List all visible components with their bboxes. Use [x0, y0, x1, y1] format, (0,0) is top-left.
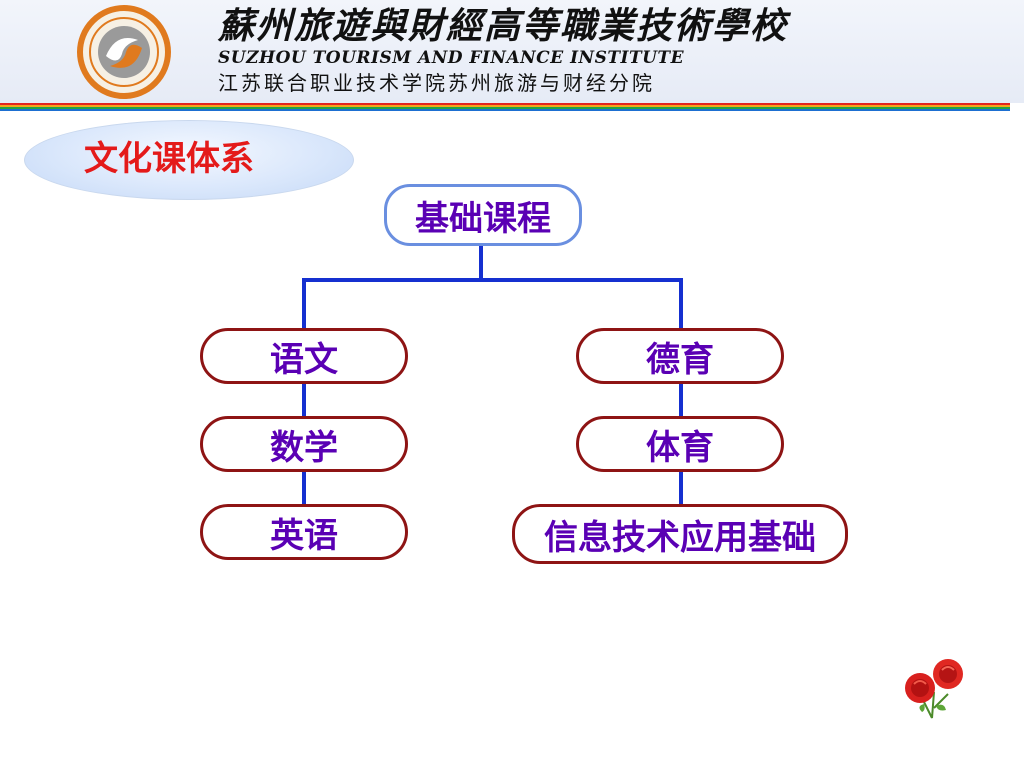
section-title-oval — [24, 120, 354, 200]
header-banner: 蘇州旅遊與財經高等職業技術學校 SUZHOU TOURISM AND FINAN… — [0, 0, 1024, 103]
node-left-3: 英语 — [200, 504, 408, 560]
node-left-1: 语文 — [200, 328, 408, 384]
header-stripe-blue — [0, 109, 1010, 111]
node-right-1: 德育 — [576, 328, 784, 384]
school-seal-icon — [77, 5, 171, 99]
school-name-en: SUZHOU TOURISM AND FINANCE INSTITUTE — [218, 48, 685, 68]
node-root: 基础课程 — [384, 184, 582, 246]
section-title: 文化课体系 — [84, 139, 254, 179]
header-stripe-orange — [0, 105, 1010, 107]
node-right-3: 信息技术应用基础 — [512, 504, 848, 564]
node-right-2: 体育 — [576, 416, 784, 472]
node-left-2: 数学 — [200, 416, 408, 472]
school-name-cn: 蘇州旅遊與財經高等職業技術學校 — [218, 5, 789, 47]
school-subtitle-cn: 江苏联合职业技术学院苏州旅游与财经分院 — [218, 71, 655, 95]
red-roses-icon — [905, 659, 963, 719]
header-stripe-green — [0, 107, 1010, 109]
header-stripe-red — [0, 103, 1010, 105]
